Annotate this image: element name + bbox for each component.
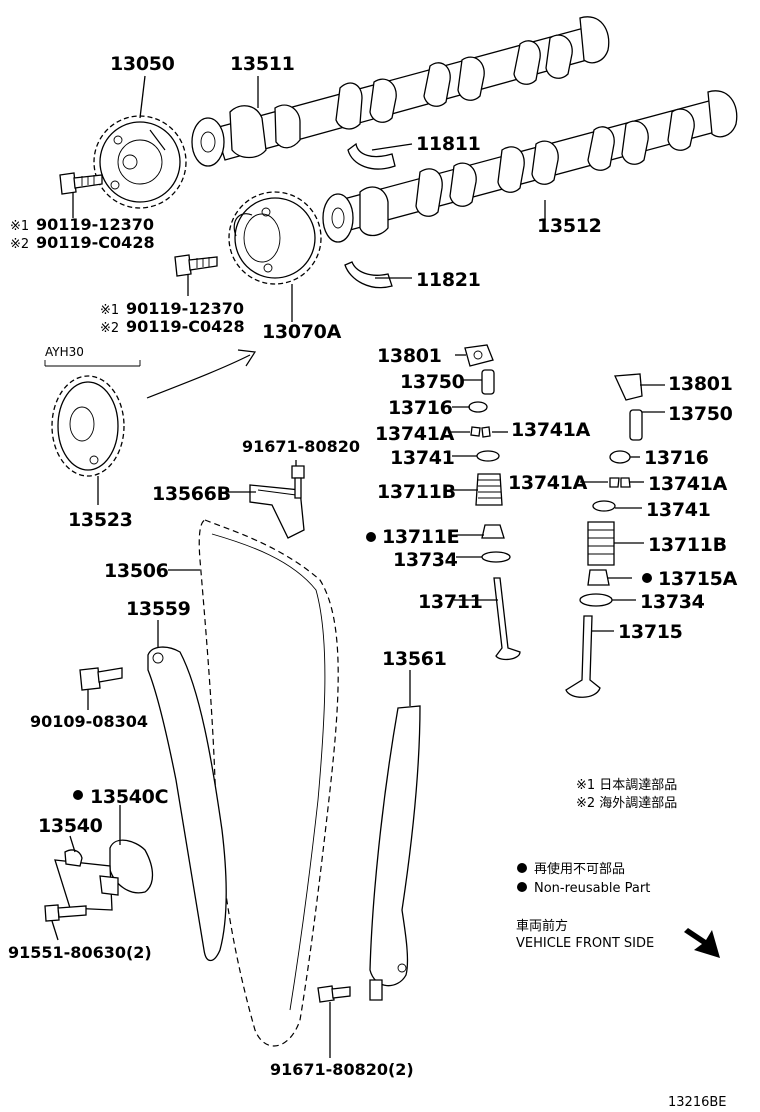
bolt-91671-bottom bbox=[317, 985, 351, 1003]
label-13750-left: 13750 bbox=[400, 371, 465, 393]
front-arrow-curve bbox=[146, 349, 257, 399]
label-91671-top: 91671-80820 bbox=[242, 437, 360, 456]
label-91551: 91551-80630(2) bbox=[8, 943, 152, 962]
bearing-11811 bbox=[347, 142, 396, 170]
mark1-a: ※1 bbox=[10, 219, 29, 234]
label-91671-bottom: 91671-80820(2) bbox=[270, 1060, 414, 1079]
bearing-11821 bbox=[344, 261, 393, 289]
label-11821: 11821 bbox=[416, 269, 481, 291]
legend-nonreuse-en: Non-reusable Part bbox=[534, 881, 650, 896]
label-11811: 11811 bbox=[416, 133, 481, 155]
crank-sprocket-13523 bbox=[44, 360, 141, 477]
camshaft-13511 bbox=[191, 16, 610, 167]
label-13741a-right-a: 13741A bbox=[508, 472, 588, 494]
valve-stack-right bbox=[565, 373, 643, 698]
legend-note-2: ※2 海外調達部品 bbox=[576, 796, 677, 811]
label-13561: 13561 bbox=[382, 648, 447, 670]
legend-nonreuse-jp: 再使用不可部品 bbox=[534, 861, 625, 877]
leader-lines bbox=[51, 75, 665, 1058]
label-13512: 13512 bbox=[537, 215, 602, 237]
mark1-b: ※1 bbox=[100, 303, 119, 318]
bolt-90119-a bbox=[59, 172, 103, 195]
guide-13561 bbox=[369, 705, 421, 1001]
tensioner-13540 bbox=[54, 849, 119, 911]
legend-note-1: ※1 日本調達部品 bbox=[576, 778, 677, 793]
label-13511: 13511 bbox=[230, 53, 295, 75]
vehicle-front-arrow-icon bbox=[684, 928, 720, 958]
bolt-91551 bbox=[44, 904, 87, 922]
label-13711b-left: 13711B bbox=[377, 481, 456, 503]
mark2-a: ※2 bbox=[10, 237, 29, 252]
part-labels: 13050 13511 11811 13512 11821 13070A ※1 … bbox=[8, 53, 738, 1079]
label-13711e: 13711E bbox=[382, 526, 459, 548]
label-13801-left: 13801 bbox=[377, 345, 442, 367]
mark2-b: ※2 bbox=[100, 321, 119, 336]
label-13734-left: 13734 bbox=[393, 549, 458, 571]
camshaft-13512 bbox=[322, 90, 738, 243]
slipper-13559 bbox=[147, 646, 227, 962]
label-13711: 13711 bbox=[418, 591, 483, 613]
label-13741a-right-b: 13741A bbox=[648, 473, 728, 495]
label-13741-right: 13741 bbox=[646, 499, 711, 521]
label-13070a: 13070A bbox=[262, 321, 342, 343]
label-13716-left: 13716 bbox=[388, 397, 453, 419]
bolt-91671-top bbox=[291, 465, 305, 499]
valve-stack-left bbox=[464, 344, 521, 661]
sprocket-13070a bbox=[228, 191, 322, 285]
label-13523: 13523 bbox=[68, 509, 133, 531]
label-13741a-left-b: 13741A bbox=[511, 419, 591, 441]
sprocket-13050 bbox=[93, 115, 187, 209]
label-13540: 13540 bbox=[38, 815, 103, 837]
label-13711b-right: 13711B bbox=[648, 534, 727, 556]
bolt-90109 bbox=[79, 667, 123, 691]
label-bolt-a-1: 90119-12370 bbox=[36, 215, 154, 234]
label-13716-right: 13716 bbox=[644, 447, 709, 469]
label-13715a: 13715A bbox=[658, 568, 738, 590]
legend-front-jp: 車両前方 bbox=[516, 918, 568, 934]
label-13734-right: 13734 bbox=[640, 591, 705, 613]
label-13559: 13559 bbox=[126, 598, 191, 620]
label-13801-right: 13801 bbox=[668, 373, 733, 395]
legend: ※1 日本調達部品 ※2 海外調達部品 再使用不可部品 Non-reusable… bbox=[516, 778, 677, 951]
label-90109: 90109-08304 bbox=[30, 712, 148, 731]
label-bolt-b-1: 90119-12370 bbox=[126, 299, 244, 318]
label-13715: 13715 bbox=[618, 621, 683, 643]
label-model-tag: AYH30 bbox=[45, 345, 84, 359]
label-13540c: 13540C bbox=[90, 786, 168, 808]
label-13750-right: 13750 bbox=[668, 403, 733, 425]
legend-front-en: VEHICLE FRONT SIDE bbox=[516, 936, 654, 951]
diagram-code: 13216BE bbox=[668, 1095, 727, 1110]
label-bolt-b-2: 90119-C0428 bbox=[126, 317, 245, 336]
gasket-13540c bbox=[109, 839, 154, 894]
label-13050: 13050 bbox=[110, 53, 175, 75]
nonreuse-marks bbox=[73, 532, 652, 892]
label-bolt-a-2: 90119-C0428 bbox=[36, 233, 155, 252]
bolt-90119-b bbox=[174, 254, 218, 277]
label-13741-left: 13741 bbox=[390, 447, 455, 469]
label-13566b: 13566B bbox=[152, 483, 231, 505]
label-13741a-left-a: 13741A bbox=[375, 423, 455, 445]
timing-chain-13506 bbox=[198, 519, 339, 1047]
label-13506: 13506 bbox=[104, 560, 169, 582]
